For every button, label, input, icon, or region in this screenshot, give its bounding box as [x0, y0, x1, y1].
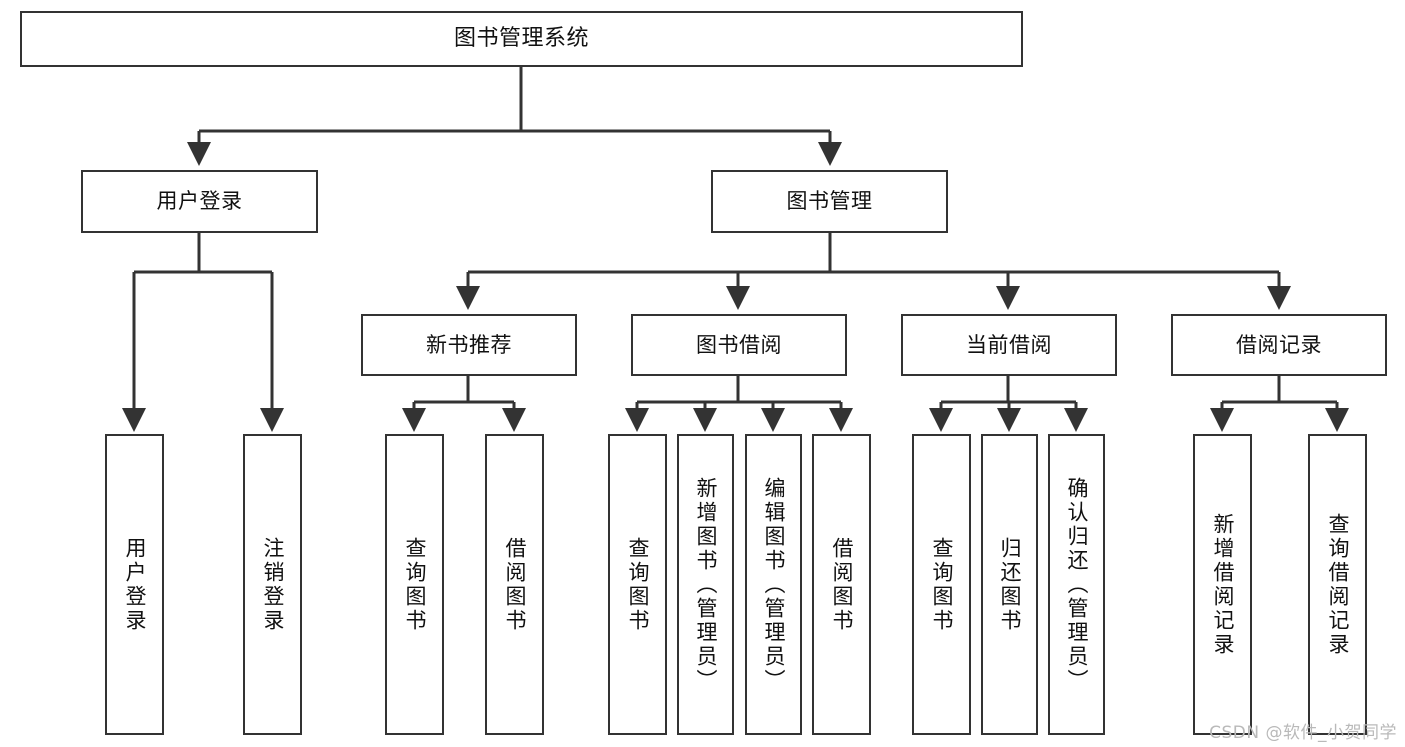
node-leaf-query-book-1[interactable]: 查询图书 — [385, 434, 444, 735]
node-current-borrow[interactable]: 当前借阅 — [901, 314, 1117, 376]
node-leaf-query-book-2-label: 查询图书 — [625, 536, 650, 633]
node-leaf-user-login[interactable]: 用户登录 — [105, 434, 164, 735]
node-book-borrow-label: 图书借阅 — [696, 332, 782, 357]
node-current-borrow-label: 当前借阅 — [966, 332, 1052, 357]
node-leaf-query-book-2[interactable]: 查询图书 — [608, 434, 667, 735]
node-leaf-user-login-label: 用户登录 — [122, 536, 147, 633]
node-leaf-query-book-3-label: 查询图书 — [929, 536, 954, 633]
node-leaf-borrow-book-1-label: 借阅图书 — [502, 536, 527, 633]
node-book-manage-label: 图书管理 — [786, 189, 873, 214]
node-leaf-query-book-1-label: 查询图书 — [402, 536, 427, 633]
node-borrow-record[interactable]: 借阅记录 — [1171, 314, 1387, 376]
node-leaf-return-book-label: 归还图书 — [997, 536, 1022, 633]
node-root-label: 图书管理系统 — [453, 26, 589, 52]
node-leaf-user-logout[interactable]: 注销登录 — [243, 434, 302, 735]
node-leaf-add-book[interactable]: 新增图书（管理员） — [677, 434, 734, 735]
node-book-borrow[interactable]: 图书借阅 — [631, 314, 847, 376]
node-leaf-add-record-label: 新增借阅记录 — [1210, 512, 1235, 657]
node-leaf-add-book-label: 新增图书（管理员） — [693, 476, 718, 693]
csdn-watermark: CSDN @软件_小贺同学 — [1209, 723, 1397, 743]
node-leaf-user-logout-label: 注销登录 — [260, 536, 285, 633]
node-root[interactable]: 图书管理系统 — [20, 11, 1023, 67]
node-leaf-query-book-3[interactable]: 查询图书 — [912, 434, 971, 735]
node-leaf-confirm-return-label: 确认归还（管理员） — [1064, 476, 1089, 693]
node-leaf-borrow-book-2-label: 借阅图书 — [829, 536, 854, 633]
node-leaf-edit-book[interactable]: 编辑图书（管理员） — [745, 434, 802, 735]
node-new-book-recommend[interactable]: 新书推荐 — [361, 314, 577, 376]
node-borrow-record-label: 借阅记录 — [1236, 332, 1322, 357]
node-leaf-query-record[interactable]: 查询借阅记录 — [1308, 434, 1367, 735]
node-leaf-add-record[interactable]: 新增借阅记录 — [1193, 434, 1252, 735]
node-new-book-recommend-label: 新书推荐 — [426, 332, 512, 357]
node-leaf-borrow-book-1[interactable]: 借阅图书 — [485, 434, 544, 735]
node-leaf-return-book[interactable]: 归还图书 — [981, 434, 1038, 735]
node-user-login[interactable]: 用户登录 — [81, 170, 318, 233]
node-user-login-label: 用户登录 — [156, 189, 243, 214]
node-leaf-edit-book-label: 编辑图书（管理员） — [761, 476, 786, 693]
node-book-manage[interactable]: 图书管理 — [711, 170, 948, 233]
node-leaf-query-record-label: 查询借阅记录 — [1325, 512, 1350, 657]
node-leaf-borrow-book-2[interactable]: 借阅图书 — [812, 434, 871, 735]
node-leaf-confirm-return[interactable]: 确认归还（管理员） — [1048, 434, 1105, 735]
